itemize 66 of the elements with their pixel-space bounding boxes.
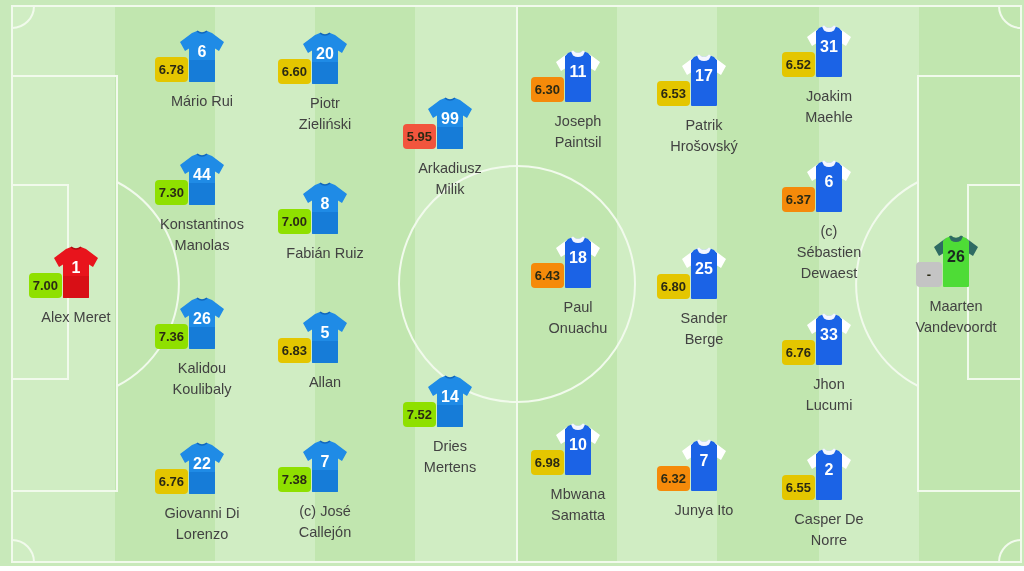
player-name: Mário Rui <box>170 93 233 109</box>
rating-badge: 6.98 <box>530 450 564 475</box>
shirt-number: 17 <box>695 68 713 84</box>
player-name: Sander Berge <box>680 310 728 347</box>
shirt-number: 11 <box>569 64 587 80</box>
shirt-number: 25 <box>695 261 713 277</box>
rating-badge: 5.95 <box>402 124 436 149</box>
rating-badge: 6.83 <box>277 338 311 363</box>
shirt-number: 31 <box>820 39 838 55</box>
shirt-number: 10 <box>569 437 587 453</box>
player-name: Paul Onuachu <box>548 299 608 336</box>
shirt-number: 18 <box>569 250 587 266</box>
rating-badge: 7.00 <box>277 209 311 234</box>
player-name: Giovanni Di Lorenzo <box>164 505 240 542</box>
shirt-number: 7 <box>699 453 709 469</box>
rating-badge: 6.32 <box>656 466 690 491</box>
rating-badge: 6.43 <box>530 263 564 288</box>
player-name: Junya Ito <box>674 502 734 518</box>
player-name: Joakim Maehle <box>805 88 853 125</box>
shirt-number: 14 <box>441 389 459 405</box>
rating-badge: 6.60 <box>277 59 311 84</box>
player-name: (c) José Callejón <box>298 503 352 540</box>
shirt-number: 26 <box>947 249 965 265</box>
rating-badge: 7.38 <box>277 467 311 492</box>
player-name: Dries Mertens <box>423 438 477 475</box>
rating-badge: 6.53 <box>656 81 690 106</box>
shirt-number: 22 <box>193 456 211 472</box>
rating-badge: 6.55 <box>781 475 815 500</box>
rating-badge: 6.78 <box>154 57 188 82</box>
shirt-number: 6 <box>197 44 207 60</box>
rating-badge: 6.76 <box>154 469 188 494</box>
shirt-number: 1 <box>71 260 81 276</box>
rating-badge: 7.00 <box>28 273 62 298</box>
rating-badge: 6.52 <box>781 52 815 77</box>
shirt-number: 8 <box>320 196 330 212</box>
rating-badge: 6.76 <box>781 340 815 365</box>
shirt-number: 99 <box>441 111 459 127</box>
shirt-number: 5 <box>320 325 330 341</box>
player-name: Alex Meret <box>41 309 111 325</box>
player-name: Jhon Lucumi <box>805 376 853 413</box>
shirt-number: 20 <box>316 46 334 62</box>
shirt-number: 2 <box>824 462 834 478</box>
player-name: Joseph Paintsil <box>554 113 602 150</box>
rating-badge: 7.52 <box>402 402 436 427</box>
shirt-number: 26 <box>193 311 211 327</box>
player-name: Konstantinos Manolas <box>160 216 244 253</box>
player-name: Allan <box>308 374 342 390</box>
shirt-number: 33 <box>820 327 838 343</box>
shirt-number: 7 <box>320 454 330 470</box>
player-name: (c) Sébastien Dewaest <box>796 223 862 281</box>
player-name: Casper De Norre <box>794 511 864 548</box>
player-name: Fabián Ruiz <box>286 245 364 261</box>
shirt-number: 6 <box>824 174 834 190</box>
rating-badge: 6.37 <box>781 187 815 212</box>
rating-badge: 7.36 <box>154 324 188 349</box>
shirt-number: 44 <box>193 167 211 183</box>
player-name: Piotr Zieliński <box>298 95 352 132</box>
player-name: Arkadiusz Milik <box>418 160 482 197</box>
player-name: Maarten Vandevoordt <box>915 298 997 335</box>
rating-badge: 6.80 <box>656 274 690 299</box>
player-name: Kalidou Koulibaly <box>172 360 232 397</box>
rating-badge: 6.30 <box>530 77 564 102</box>
rating-badge: - <box>916 262 942 287</box>
rating-badge: 7.30 <box>154 180 188 205</box>
player-name: Patrik Hrošovský <box>670 117 738 154</box>
player-name: Mbwana Samatta <box>550 486 606 523</box>
